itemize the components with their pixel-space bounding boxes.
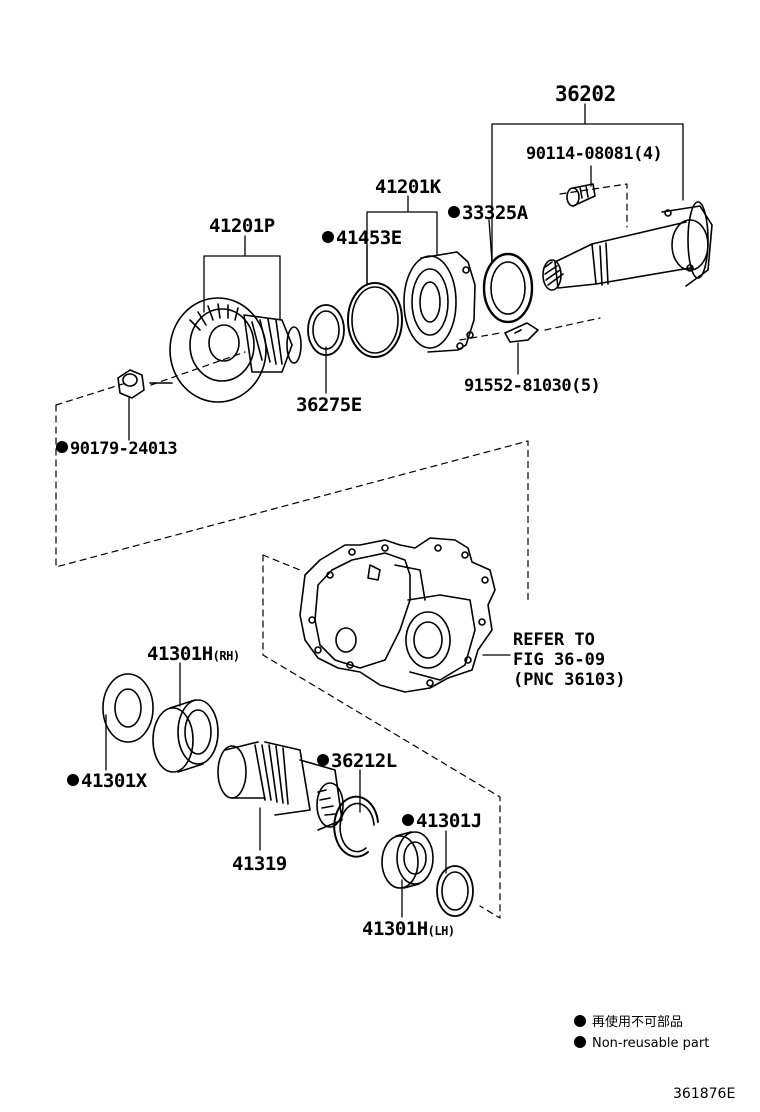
legend-english: Non-reusable part — [574, 1036, 709, 1050]
label-36202: 36202 — [555, 82, 616, 106]
label-41301h-rh: 41301H(RH) — [147, 643, 240, 665]
label-90114-08081: 90114-08081(4) — [526, 144, 663, 164]
snap-ring-36212l — [333, 795, 379, 858]
bolt-90114 — [566, 183, 596, 207]
spacer-41301x — [102, 673, 154, 743]
transfer-case-housing — [299, 537, 496, 693]
bearing-41301h-rh — [152, 699, 219, 773]
refer-line-1: REFER TO — [513, 630, 595, 650]
label-36212l: 36212L — [317, 752, 397, 771]
label-41301x: 41301X — [67, 772, 147, 791]
dashed-guides — [55, 183, 628, 919]
label-41201k: 41201K — [375, 176, 441, 198]
oil-seal-33325a — [482, 252, 534, 324]
label-90179-24013: 90179-24013 — [56, 441, 178, 458]
bolt-91552 — [504, 322, 539, 343]
non-reusable-dot-icon — [322, 231, 334, 243]
non-reusable-dot-icon — [67, 774, 79, 786]
o-ring-41453e — [347, 282, 403, 358]
flange-shaft-36202 — [542, 201, 713, 291]
nut-90179 — [117, 369, 145, 399]
refer-line-3: (PNC 36103) — [513, 670, 626, 690]
refer-line-2: FIG 36-09 — [513, 650, 606, 670]
label-41301j: 41301J — [402, 812, 482, 831]
retainer-41201k — [403, 251, 476, 353]
shaft-41319 — [217, 741, 344, 831]
non-reusable-dot-icon — [56, 441, 68, 453]
label-41453e: 41453E — [322, 229, 402, 248]
shim-36275e — [307, 304, 345, 356]
label-33325a: 33325A — [448, 204, 528, 223]
spacer-41301j — [436, 865, 474, 917]
label-41201p: 41201P — [209, 215, 275, 237]
figure-number: 361876E — [673, 1086, 736, 1102]
legend-japanese: 再使用不可部品 — [574, 1015, 683, 1029]
non-reusable-dot-icon — [317, 754, 329, 766]
non-reusable-dot-icon — [574, 1036, 586, 1048]
label-36275e: 36275E — [296, 394, 362, 416]
label-91552-81030: 91552-81030(5) — [464, 376, 601, 396]
non-reusable-dot-icon — [402, 814, 414, 826]
non-reusable-dot-icon — [574, 1015, 586, 1027]
leader-lines — [105, 103, 684, 918]
ring-gear-41201p — [149, 297, 302, 403]
label-41301h-lh: 41301H(LH) — [362, 918, 455, 940]
bearing-41301h-lh — [381, 831, 434, 889]
non-reusable-dot-icon — [448, 206, 460, 218]
label-41319: 41319 — [232, 853, 287, 875]
